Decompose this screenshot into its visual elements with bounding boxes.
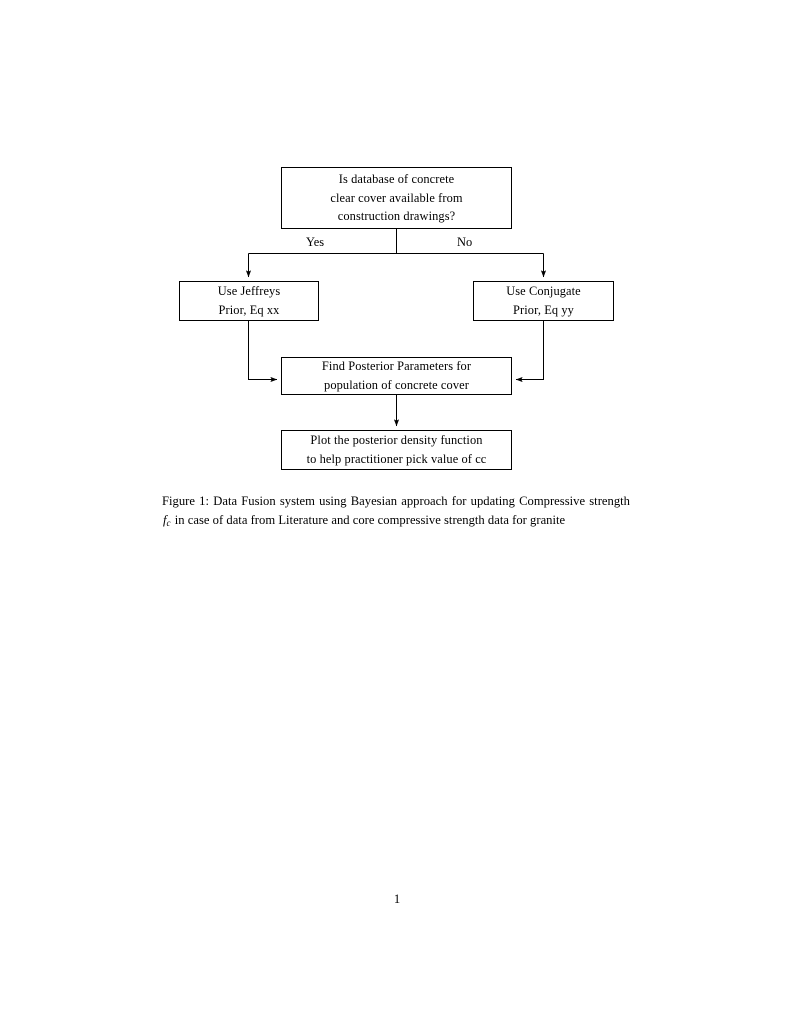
edge-label-yes: Yes	[306, 235, 325, 249]
node-posterior-line-2: population of concrete cover	[324, 378, 469, 392]
flowchart-node-jeffreys-prior: Use Jeffreys Prior, Eq xx	[179, 281, 319, 321]
node-decision-line-1: Is database of concrete	[338, 171, 455, 186]
flowchart-node-decision: Is database of concrete clear cover avai…	[281, 167, 512, 229]
node-decision-line-2: clear cover available from	[330, 190, 463, 205]
node-posterior-line-1: Find Posterior Parameters for	[321, 359, 472, 374]
node-conjugate-line-2: Prior, Eq yy	[513, 303, 574, 317]
flowchart-node-plot-density: Plot the posterior density function to h…	[281, 430, 512, 470]
node-jeffreys-line-1: Use Jeffreys	[217, 284, 281, 299]
edge-conjugate-to-posterior	[515, 321, 545, 383]
figure-caption: Figure 1: Data Fusion system using Bayes…	[162, 492, 630, 531]
figure-caption-math-symbol: fc	[162, 513, 172, 529]
node-decision-line-3: construction drawings?	[337, 209, 456, 224]
flowchart-node-find-posterior: Find Posterior Parameters for population…	[281, 357, 512, 395]
edge-label-no: No	[457, 235, 473, 249]
edge-jeffreys-to-posterior	[247, 321, 278, 383]
figure-caption-label: Figure 1:	[162, 494, 210, 508]
figure-caption-text-part2: in case of data from Literature and core…	[174, 513, 566, 528]
node-plot-line-1: Plot the posterior density function	[310, 433, 483, 448]
node-conjugate-line-1: Use Conjugate	[506, 284, 581, 299]
math-symbol-base: f	[163, 513, 167, 528]
flowchart-connectors	[245, 229, 547, 427]
node-plot-line-2: to help practitioner pick value of cc	[306, 452, 487, 466]
flowchart-node-conjugate-prior: Use Conjugate Prior, Eq yy	[473, 281, 614, 321]
node-jeffreys-line-2: Prior, Eq xx	[218, 303, 280, 317]
page-number: 1	[393, 892, 401, 906]
figure-caption-text-part1: Data Fusion system using Bayesian approa…	[213, 494, 630, 508]
math-symbol-subscript: c	[166, 518, 171, 529]
